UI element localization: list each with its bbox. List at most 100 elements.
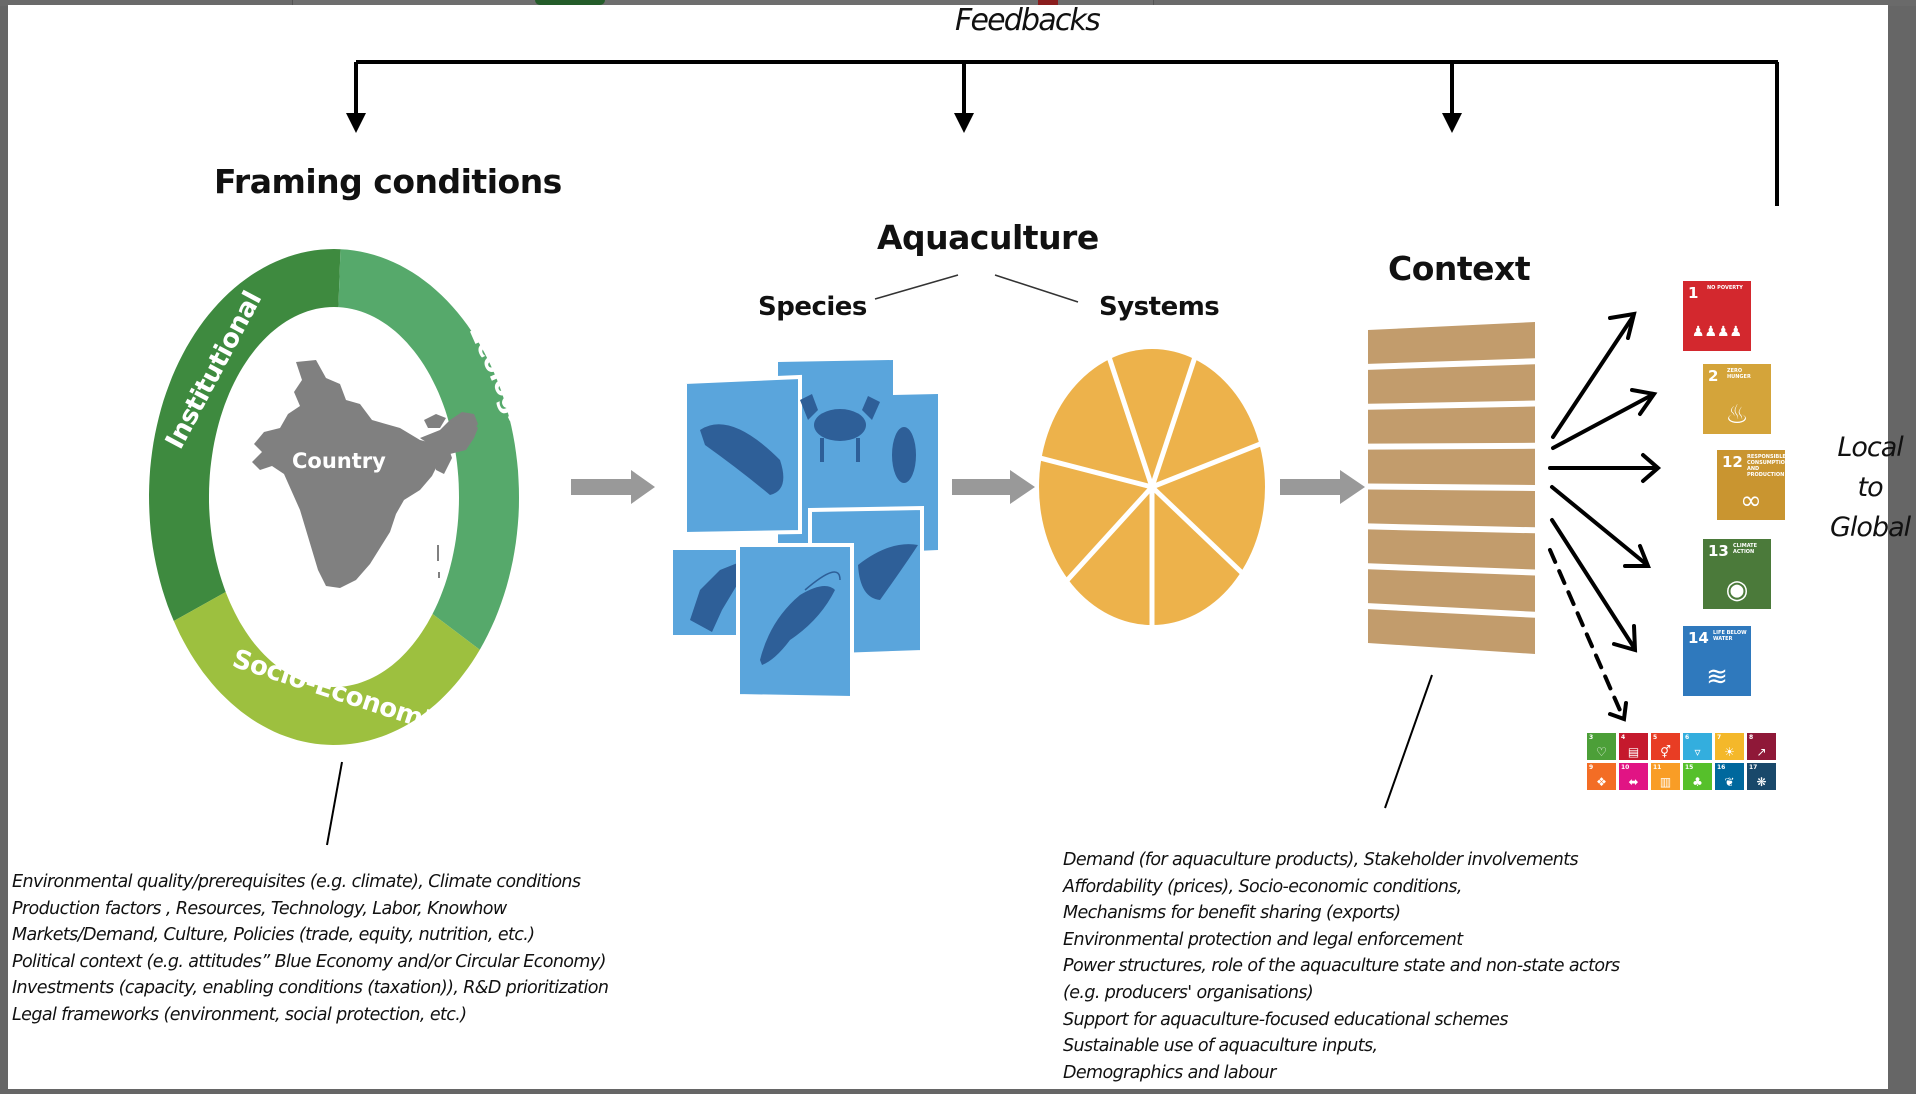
framing-detail-item: Production factors , Resources, Technolo…	[12, 898, 507, 919]
scale-label-global: Global	[1830, 512, 1911, 543]
bowl-icon: ♨	[1725, 400, 1749, 430]
framing-detail-item: Legal frameworks (environment, social pr…	[12, 1004, 467, 1025]
sdg-arrows	[1548, 311, 1662, 722]
sdg-mini-number: 17	[1749, 764, 1758, 771]
context-detail-item: Mechanisms for benefit sharing (exports)	[1063, 903, 1401, 924]
sdg-name: CLIMATE ACTION	[1733, 543, 1757, 555]
sdg-mini-number: 10	[1621, 764, 1630, 771]
sdg-mini-tile-8: 8↗	[1747, 733, 1776, 760]
sdg-mini-icon: ⬌	[1628, 775, 1639, 789]
aquaculture-title: Aquaculture	[877, 218, 1099, 257]
sdg-mini-icon: ❋	[1756, 775, 1767, 789]
sdg-mini-icon: ↗	[1756, 745, 1767, 759]
sdg-mini-icon: ▥	[1659, 775, 1672, 789]
context-layer	[1368, 529, 1535, 570]
sdg-mini-number: 6	[1685, 734, 1690, 741]
eye-globe-icon: ◉	[1725, 575, 1749, 605]
viewer-top-strip	[0, 0, 1916, 6]
systems-pie-divider	[1035, 454, 1153, 490]
context-layer	[1368, 322, 1535, 364]
systems-pie-divider	[1105, 351, 1155, 488]
sdg-mini-icon: ♡	[1596, 745, 1607, 759]
scale-label: Local to Global	[1830, 428, 1911, 548]
ring-segment-ecological	[338, 249, 519, 650]
sdg-mini-number: 7	[1717, 734, 1722, 741]
sdg-mini-tile-11: 11 ▥	[1651, 763, 1680, 790]
systems-pie-divider	[1061, 485, 1154, 586]
feedback-arrowheads	[346, 113, 1462, 133]
sdg-mini-tile-4: 4▤	[1619, 733, 1648, 760]
ring-segment-socio-economic	[173, 592, 480, 745]
framing-ring	[149, 249, 519, 745]
arrowhead-down-icon	[346, 113, 366, 133]
context-layer	[1368, 406, 1535, 444]
systems-label: Systems	[1099, 292, 1220, 322]
sdg-tile-2: 2 ZERO HUNGER ♨	[1703, 364, 1771, 434]
sdg-name: ZERO HUNGER	[1727, 368, 1751, 380]
scale-label-to: to	[1857, 472, 1884, 503]
sdg-mini-tile-17: 17 ❋	[1747, 763, 1776, 790]
feedback-bracket	[354, 60, 1779, 206]
sdg-mini-tile-16: 16 ❦	[1715, 763, 1744, 790]
sdg-mini-number: 3	[1589, 734, 1594, 741]
context-layer	[1368, 569, 1535, 612]
context-layers	[1368, 322, 1535, 654]
sdg-mini-number: 4	[1621, 734, 1626, 741]
systems-pie-divider	[1149, 351, 1199, 488]
fish-icon: ≋	[1706, 662, 1728, 692]
sdg-mini-number: 8	[1749, 734, 1754, 741]
callout-lines	[326, 674, 1433, 846]
arrowhead-down-icon	[954, 113, 974, 133]
context-title: Context	[1388, 249, 1531, 288]
sdg-number: 12	[1722, 453, 1743, 471]
sdg-mini-tile-6: 6▿	[1683, 733, 1712, 760]
sdg-mini-number: 11	[1653, 764, 1662, 771]
sdg-mini-icon: ❦	[1724, 775, 1735, 789]
feedbacks-label: Feedbacks	[955, 3, 1101, 38]
context-detail-item: Environmental protection and legal enfor…	[1063, 929, 1463, 950]
sdg-mini-tile-7: 7☀	[1715, 733, 1744, 760]
aquaculture-branch-lines	[874, 274, 1079, 303]
context-details: Demand (for aquaculture products), Stake…	[1063, 847, 1620, 1086]
context-detail-item: Power structures, role of the aquacultur…	[1063, 956, 1620, 977]
context-detail-item: Support for aquaculture-focused educatio…	[1063, 1009, 1508, 1030]
context-layer	[1368, 489, 1535, 528]
sdg-mini-tile-5: 5⚥	[1651, 733, 1680, 760]
sdg-number: 1	[1688, 284, 1699, 302]
scale-label-local: Local	[1837, 432, 1903, 463]
context-detail-item: Demand (for aquaculture products), Stake…	[1063, 850, 1579, 870]
sdg-mini-tile-9: 9❖	[1587, 763, 1616, 790]
context-detail-item: Affordability (prices), Socio-economic c…	[1063, 876, 1462, 897]
sdg-mini-icon: ❖	[1596, 775, 1607, 789]
species-label: Species	[758, 292, 867, 322]
sdg-name: RESPONSIBLE CONSUMPTION AND PRODUCTION	[1747, 454, 1785, 478]
framing-detail-item: Investments (capacity, enabling conditio…	[12, 978, 609, 999]
sdg-mini-icon: ♣	[1692, 775, 1703, 789]
sdg-mini-icon: ⚥	[1660, 745, 1671, 759]
context-layer	[1368, 448, 1535, 485]
systems-pie-divider	[1151, 439, 1266, 490]
context-detail-item: Sustainable use of aquaculture inputs,	[1063, 1036, 1378, 1057]
sdg-mini-number: 16	[1717, 764, 1726, 771]
framing-conditions-title: Framing conditions	[214, 162, 562, 201]
sdg-mini-tile-10: 10 ⬌	[1619, 763, 1648, 790]
framing-detail-item: Political context (e.g. attitudes” Blue …	[12, 951, 606, 972]
sdg-number: 2	[1708, 367, 1719, 385]
shrimp-icon	[760, 586, 835, 665]
sdg-number: 14	[1688, 629, 1709, 647]
adjacent-page-preview	[292, 0, 1154, 5]
sdg-mini-number: 15	[1685, 764, 1694, 771]
sdg-mini-tile-3: 3♡	[1587, 733, 1616, 760]
framing-detail-item: Markets/Demand, Culture, Policies (trade…	[12, 925, 535, 946]
ring-segment-institutional	[149, 249, 341, 621]
sdg-mini-tile-15: 15 ♣	[1683, 763, 1712, 790]
framing-details: Environmental quality/prerequisites (e.g…	[12, 869, 609, 1029]
arrowhead-down-icon	[1442, 113, 1462, 133]
context-layer	[1368, 364, 1535, 404]
sdg-mini-icon: ▿	[1694, 745, 1701, 759]
flow-arrows	[571, 470, 1365, 504]
sdg-name: LIFE BELOW WATER	[1713, 630, 1747, 642]
context-detail-item: (e.g. producers' organisations)	[1063, 982, 1314, 1003]
family-icon: ♟♟♟♟	[1691, 324, 1743, 340]
